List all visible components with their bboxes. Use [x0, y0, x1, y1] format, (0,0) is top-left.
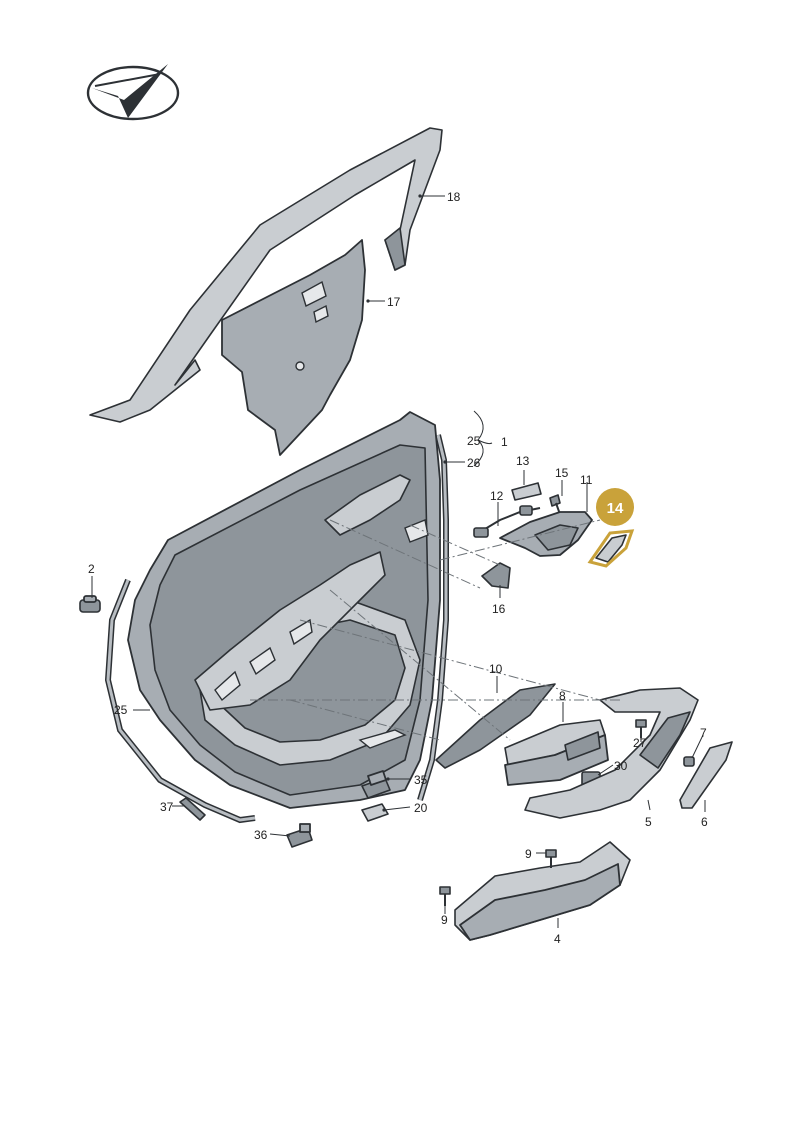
part-17-insulation-panel [221, 239, 366, 456]
callout-13: 13 [516, 454, 530, 468]
callout-8: 8 [559, 689, 566, 703]
part-8-armrest-frame [504, 719, 609, 786]
part-9-screw-lower [439, 886, 451, 906]
callout-9-upper: 9 [525, 847, 532, 861]
callout-37: 37 [160, 800, 174, 814]
callout-7: 7 [700, 726, 707, 740]
callout-labels: 18 17 25 1 26 13 15 11 12 16 2 25 37 35 … [88, 190, 708, 946]
part-7-clip [683, 756, 695, 767]
part-27-screw [635, 719, 647, 738]
part-14-handle-insert [587, 529, 635, 568]
part-12-cable-connector [473, 505, 541, 538]
callout-4: 4 [554, 932, 561, 946]
callout-12: 12 [490, 489, 504, 503]
callout-11: 11 [580, 473, 593, 487]
callout-35: 35 [414, 773, 428, 787]
part-37-trim-strip [179, 797, 206, 821]
part-13-bezel [511, 482, 542, 501]
callout-17: 17 [387, 295, 401, 309]
callout-25-lower: 25 [114, 703, 128, 717]
callout-10: 10 [489, 662, 503, 676]
checkmark-arrow-logo-icon [86, 64, 180, 121]
callout-14: 14 [607, 500, 624, 517]
callout-9-lower: 9 [441, 913, 448, 927]
part-18-window-frame-trim [89, 127, 443, 423]
callout-2: 2 [88, 562, 95, 576]
part-25-seal-strip [104, 578, 256, 824]
callout-15: 15 [555, 466, 569, 480]
part-16-cover [481, 562, 511, 589]
callout-30: 30 [614, 759, 628, 773]
callout-18: 18 [447, 190, 461, 204]
part-20-cover-cap [361, 803, 389, 822]
callout-36: 36 [254, 828, 268, 842]
callout-26: 26 [467, 456, 481, 470]
callout-1: 1 [501, 435, 508, 449]
part-36-connector [286, 823, 313, 848]
callout-5: 5 [645, 815, 652, 829]
callout-25-upper: 25 [467, 434, 481, 448]
part-2-clip [79, 595, 101, 613]
callout-27: 27 [633, 736, 647, 750]
part-6-trim-strip [679, 741, 733, 809]
part-1-door-trim-panel [127, 411, 441, 809]
leader-lines [91, 194, 706, 928]
callout-16: 16 [492, 602, 506, 616]
assembly-lines [250, 519, 620, 741]
highlight-callout-14[interactable]: 14 [596, 488, 634, 526]
part-35-connector [361, 770, 391, 799]
callout-6: 6 [701, 815, 708, 829]
part-4-door-pocket [454, 841, 631, 941]
callout-20: 20 [414, 801, 428, 815]
part-26-seal-strip [417, 434, 449, 801]
part-5-armrest [524, 687, 699, 819]
